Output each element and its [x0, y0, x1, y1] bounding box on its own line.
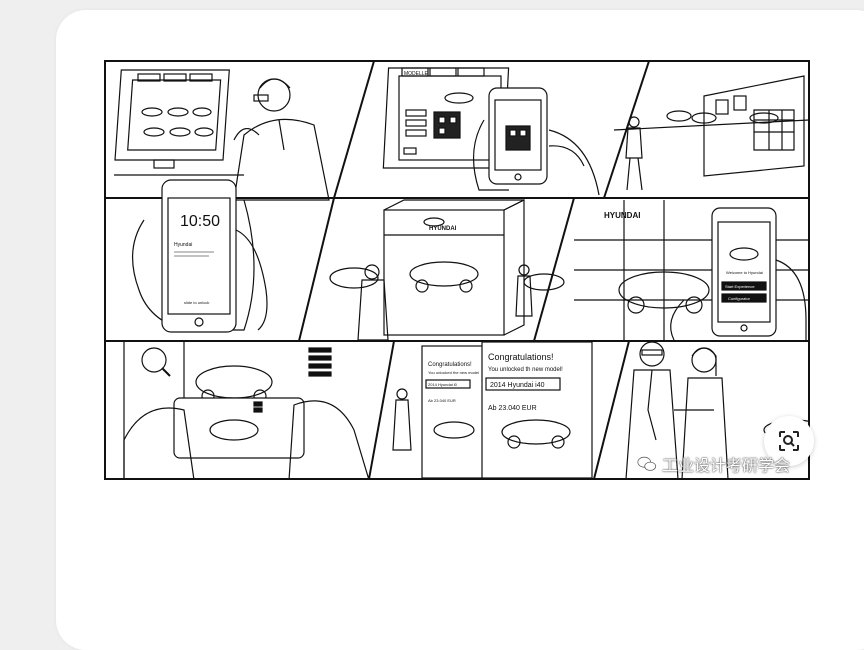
panel-dealership-walk	[613, 75, 810, 191]
svg-text:2014 Hyundai i0: 2014 Hyundai i0	[428, 382, 458, 387]
panel-app-welcome: HYUNDAI Welcome to Hyundai Start Experie…	[574, 200, 809, 341]
watermark-text: 工业设计考研学会	[662, 458, 791, 475]
svg-text:Configurator: Configurator	[728, 296, 751, 301]
storyboard-image: MODELLE	[104, 60, 810, 480]
svg-text:Hyundai: Hyundai	[174, 242, 192, 248]
svg-text:Welcome to Hyundai: Welcome to Hyundai	[726, 270, 763, 275]
svg-text:Congratulations!: Congratulations!	[428, 362, 472, 368]
svg-text:HYUNDAI: HYUNDAI	[604, 211, 640, 220]
panel-salesman	[625, 341, 810, 480]
svg-text:Start Experience: Start Experience	[725, 284, 755, 289]
svg-text:MODELLE: MODELLE	[404, 71, 429, 77]
svg-text:2014 Hyundai i40: 2014 Hyundai i40	[490, 382, 545, 389]
visual-search-icon	[779, 431, 799, 451]
watermark: 工业设计考研学会	[636, 452, 790, 476]
svg-text:10:50: 10:50	[180, 213, 220, 230]
svg-text:HYUNDAI: HYUNDAI	[429, 226, 457, 232]
panel-congrats: Congratulations! You unlocked the new mo…	[392, 341, 593, 479]
svg-text:slide to unlock: slide to unlock	[184, 300, 209, 305]
svg-text:You unlocked the new model: You unlocked the new model	[428, 370, 479, 375]
panel-showroom-cube: HYUNDAI	[329, 199, 565, 341]
panel-lockscreen: 10:50 Hyundai slide to unlock	[131, 179, 268, 333]
svg-text:Congratulations!: Congratulations!	[488, 352, 554, 362]
wechat-icon	[637, 456, 657, 471]
svg-text:Ab 23.040 EUR: Ab 23.040 EUR	[428, 398, 456, 403]
visual-search-button[interactable]	[764, 416, 814, 466]
svg-text:Ab 23.040 EUR: Ab 23.040 EUR	[488, 405, 537, 412]
panel-ar-scan	[123, 341, 370, 480]
svg-text:You unlocked th new model!: You unlocked th new model!	[488, 367, 563, 373]
panel-qr-scan: MODELLE	[382, 67, 600, 196]
panel-monitor-browsing	[114, 69, 330, 201]
